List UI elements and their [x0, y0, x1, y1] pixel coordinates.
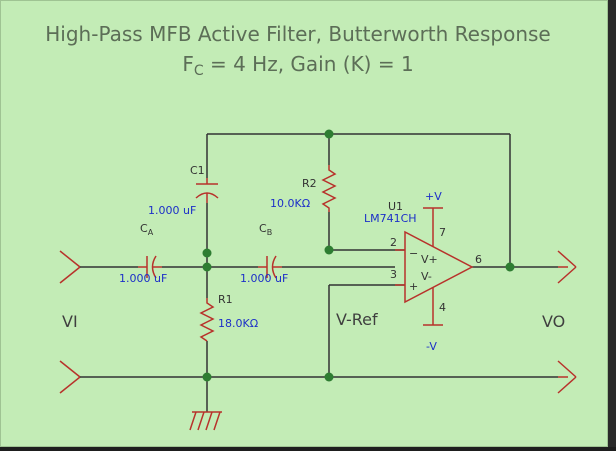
resistor-r2: [321, 165, 337, 212]
opamp-vplus-label: V+: [421, 253, 438, 266]
opamp-inverting-sign: −: [409, 247, 418, 260]
pin-2: 2: [390, 236, 397, 249]
ca-label: CA: [140, 222, 154, 237]
pin-4: 4: [439, 301, 446, 314]
label-vo: VO: [542, 312, 565, 331]
resistor-r1: [199, 298, 215, 342]
pin-6: 6: [475, 253, 482, 266]
schematic-canvas: [0, 0, 608, 447]
capacitor-c1: [195, 178, 219, 203]
ca-value: 1.000 uF: [119, 272, 167, 285]
capacitor-cb: [258, 255, 282, 279]
c1-label: C1: [190, 164, 205, 177]
schematic-diagram: High-Pass MFB Active Filter, Butterworth…: [45, 22, 577, 431]
r2-value: 10.0KΩ: [270, 197, 310, 210]
u1-part: LM741CH: [364, 212, 417, 225]
u1-label: U1: [388, 200, 403, 213]
supply-negative: -V: [426, 340, 437, 353]
window-edge-bottom: [0, 447, 616, 451]
title-line-1: High-Pass MFB Active Filter, Butterworth…: [45, 22, 550, 46]
opamp-vminus-label: V-: [421, 270, 432, 283]
junctions: [202, 129, 515, 382]
supply-positive: +V: [425, 190, 442, 203]
window-edge: [608, 0, 616, 451]
label-vi: VI: [62, 312, 78, 331]
pin-7: 7: [439, 226, 446, 239]
cb-value: 1.000 uF: [240, 272, 288, 285]
cb-label: CB: [259, 222, 272, 237]
r1-label: R1: [218, 293, 233, 306]
r1-value: 18.0KΩ: [218, 317, 258, 330]
wires: [59, 133, 577, 412]
r2-label: R2: [302, 177, 317, 190]
c1-value: 1.000 uF: [148, 204, 196, 217]
pin-3: 3: [390, 268, 397, 281]
opamp-u1: [395, 207, 474, 326]
capacitor-ca: [138, 255, 162, 279]
label-vref: V-Ref: [336, 310, 378, 329]
opamp-noninverting-sign: +: [409, 280, 418, 293]
title-line-2: FC = 4 Hz, Gain (K) = 1: [182, 52, 413, 79]
ground-symbol: [189, 411, 222, 431]
